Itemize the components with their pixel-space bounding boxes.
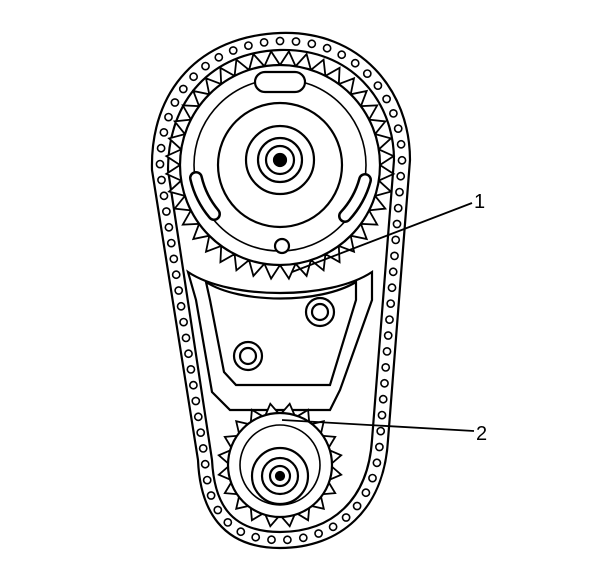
chain-link-pin (383, 331, 393, 340)
chain-link-pin (390, 251, 399, 261)
chain-link-pin (376, 426, 386, 436)
chain-link-pin (314, 529, 323, 538)
chain-link-pin (372, 458, 382, 468)
chain-outer-strand (150, 31, 412, 550)
chain-link-pin (181, 333, 191, 343)
chain-link-pin (223, 518, 233, 527)
chain-link-pin (307, 39, 317, 49)
chain-link-pin (200, 459, 210, 469)
chain-link-pin (228, 46, 238, 55)
chain-link-pin (388, 109, 398, 118)
callout-1: 1 (291, 191, 485, 273)
chain-link-pin (164, 222, 174, 232)
chain-link-pin (275, 36, 285, 46)
camshaft-dowel-hole (273, 237, 291, 255)
chain-link-pin (381, 362, 391, 372)
callout-2-label: 2 (476, 423, 487, 445)
chain-link-pin (155, 159, 165, 169)
chain-link-pin (337, 50, 347, 60)
chain-link-pin (387, 283, 397, 293)
guide-bolt-hole-lower (232, 340, 264, 372)
chain-link-pin (382, 346, 392, 356)
chain-link-pin (159, 191, 169, 201)
chain-link-pin (189, 72, 198, 82)
chain-link-pin (377, 410, 387, 420)
chain-link-pin (161, 207, 171, 216)
chain-link-pin (391, 235, 401, 245)
chain-link-pin (298, 533, 308, 543)
guide-bolt-hole-upper (304, 296, 336, 328)
chain-link-pin (171, 270, 181, 280)
chain-guide-plate (186, 269, 374, 412)
camshaft-sprocket-slot-top (253, 70, 307, 94)
chain-link-pin (201, 61, 210, 71)
chain-link-pin (193, 412, 203, 422)
chain-link-pin (202, 475, 212, 485)
chain-link-pin (174, 286, 184, 295)
callout-2-leader (281, 419, 475, 432)
chain-link-pin (396, 139, 406, 149)
chain-link-pin (176, 301, 186, 311)
chain-link-pin (386, 299, 396, 308)
chain-link-pin (385, 315, 394, 324)
chain-link-pin (361, 488, 371, 498)
chain-link-pin (236, 527, 246, 537)
chain-link-pin (259, 38, 269, 47)
callout-2: 2 (281, 419, 487, 445)
chain-link-pin (388, 267, 398, 277)
crankshaft-sprocket (217, 402, 343, 528)
chain-link-pin (393, 203, 403, 213)
chain-link-pin (186, 364, 196, 374)
chain-link-pin (393, 124, 403, 134)
callout-1-label: 1 (474, 191, 485, 213)
chain-link-pin (184, 349, 193, 359)
chain-link-pin (166, 238, 176, 248)
chain-link-pin (322, 43, 332, 53)
chain-link-pin (251, 532, 261, 542)
chain-link-pin (188, 380, 198, 390)
chain-link-pin (282, 535, 292, 545)
chain-link-pin (170, 98, 180, 107)
chain-link-pin (206, 491, 216, 500)
chain-link-pin (164, 112, 173, 122)
chain-link-pin (243, 41, 253, 50)
chain-link-pin (350, 58, 360, 68)
chain-link-pin (362, 69, 372, 78)
chain-link-pin (378, 394, 388, 404)
chain-link-pin (382, 94, 391, 104)
chain-link-pin (396, 171, 406, 181)
chain-link-pin (156, 143, 166, 153)
chain-link-pin (159, 127, 169, 137)
chain-link-pin (374, 442, 384, 452)
chain-link-pin (328, 522, 338, 532)
chain-link-pin (169, 254, 179, 264)
chain-link-pin (267, 535, 276, 545)
chain-link-pin (352, 501, 362, 511)
chain-link-pin (291, 37, 301, 46)
guide-bolt-hole-upper-inner (310, 302, 330, 322)
chain-link-pin (213, 505, 223, 515)
chain-link-pin (178, 84, 188, 94)
camshaft-sprocket (164, 49, 396, 281)
chain-link-pin (179, 317, 188, 327)
chain-link-pin (397, 155, 407, 165)
chain-links (155, 36, 407, 545)
chain-link-pin (196, 428, 206, 437)
chain-link-pin (395, 187, 404, 197)
chain-link-pin (341, 513, 351, 522)
chain-link-pin (380, 378, 389, 388)
chain-link-pin (392, 219, 402, 229)
chain-link-pin (368, 473, 377, 483)
chain-link-pin (191, 396, 201, 406)
chain-link-pin (157, 175, 166, 185)
camshaft-sprocket-bolt-icon (272, 152, 288, 168)
callout-1-leader (291, 202, 473, 273)
chain-link-pin (214, 52, 224, 62)
chain-link-pin (373, 81, 383, 90)
crankshaft-bolt-icon (274, 470, 286, 482)
guide-bolt-hole-lower-inner (238, 346, 258, 366)
chain-link-pin (198, 443, 208, 453)
